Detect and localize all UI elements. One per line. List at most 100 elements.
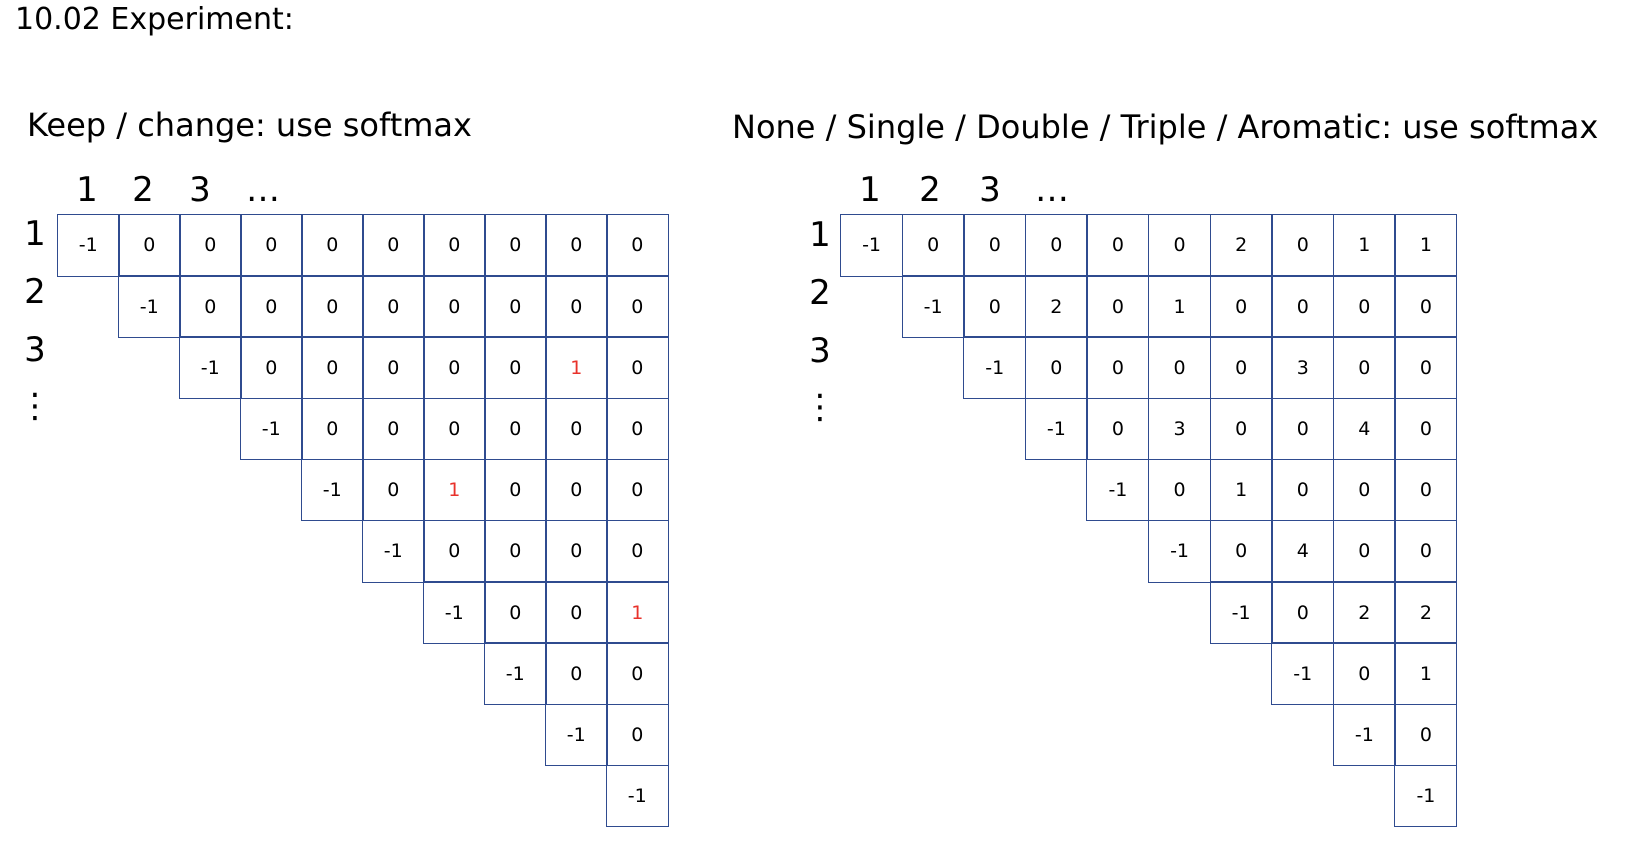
matrix-cell: 0 xyxy=(484,520,547,583)
matrix-cell: 0 xyxy=(301,336,364,400)
matrix-cell: 0 xyxy=(1394,336,1458,400)
matrix-cell: -1 xyxy=(1209,581,1273,644)
matrix-cell: -1 xyxy=(118,275,181,338)
matrix-cell: 0 xyxy=(240,336,303,400)
matrix-cell: -1 xyxy=(606,764,669,828)
matrix-cell: 0 xyxy=(606,520,669,583)
right-row-label-ellipsis: ⋮ xyxy=(803,387,837,427)
matrix-cell: 1 xyxy=(606,581,669,644)
matrix-cell: 0 xyxy=(545,581,608,644)
matrix-cell: 0 xyxy=(1086,397,1150,461)
matrix-cell: 0 xyxy=(1271,214,1335,277)
matrix-cell: 0 xyxy=(1086,214,1150,277)
matrix-cell: 0 xyxy=(118,214,181,277)
matrix-cell: 1 xyxy=(1148,275,1212,338)
matrix-cell: -1 xyxy=(545,703,608,767)
matrix-cell: 0 xyxy=(423,397,486,461)
right-col-label-2: 2 xyxy=(919,170,941,210)
matrix-cell: 0 xyxy=(1148,336,1212,400)
matrix-cell: 0 xyxy=(1394,703,1458,767)
matrix-cell: 0 xyxy=(484,214,547,277)
matrix-cell: -1 xyxy=(1394,764,1458,828)
matrix-cell: 0 xyxy=(1271,581,1335,644)
matrix-cell: 0 xyxy=(1332,336,1396,400)
matrix-cell: 0 xyxy=(1271,458,1335,522)
matrix-cell: 0 xyxy=(362,275,425,338)
matrix-cell: 1 xyxy=(545,336,608,400)
matrix-cell: 0 xyxy=(301,275,364,338)
matrix-cell: 0 xyxy=(545,397,608,461)
matrix-cell: -1 xyxy=(1086,458,1150,522)
left-col-label-2: 2 xyxy=(132,170,154,210)
matrix-cell: 0 xyxy=(606,275,669,338)
matrix-cell: 4 xyxy=(1271,520,1335,583)
matrix-cell: 0 xyxy=(1024,336,1088,400)
matrix-cell: 0 xyxy=(606,397,669,461)
left-panel-title: Keep / change: use softmax xyxy=(27,106,472,144)
matrix-cell: 0 xyxy=(423,336,486,400)
matrix-cell: -1 xyxy=(362,520,425,583)
matrix-cell: 0 xyxy=(1148,458,1212,522)
right-row-label-2: 2 xyxy=(809,273,831,313)
matrix-cell: 0 xyxy=(240,214,303,277)
matrix-cell: 0 xyxy=(1394,397,1458,461)
matrix-cell: 2 xyxy=(1024,275,1088,338)
matrix-cell: 3 xyxy=(1148,397,1212,461)
matrix-cell: 0 xyxy=(1332,520,1396,583)
matrix-cell: -1 xyxy=(57,214,120,277)
matrix-cell: -1 xyxy=(423,581,486,644)
matrix-cell: 0 xyxy=(240,275,303,338)
matrix-cell: 0 xyxy=(545,520,608,583)
matrix-cell: -1 xyxy=(963,336,1027,400)
matrix-cell: 0 xyxy=(1209,397,1273,461)
right-col-label-ellipsis: … xyxy=(1035,170,1069,210)
left-col-label-3: 3 xyxy=(189,170,211,210)
matrix-cell: -1 xyxy=(901,275,965,338)
matrix-cell: 0 xyxy=(362,214,425,277)
matrix-cell: 0 xyxy=(1024,214,1088,277)
matrix-cell: 1 xyxy=(1394,214,1458,277)
matrix-cell: 3 xyxy=(1271,336,1335,400)
right-panel-title: None / Single / Double / Triple / Aromat… xyxy=(732,108,1599,146)
left-row-label-1: 1 xyxy=(24,214,46,254)
matrix-cell: 0 xyxy=(1209,520,1273,583)
matrix-cell: 0 xyxy=(1332,458,1396,522)
matrix-cell: -1 xyxy=(1271,642,1335,706)
matrix-cell: 0 xyxy=(301,397,364,461)
matrix-cell: 2 xyxy=(1394,581,1458,644)
right-col-label-1: 1 xyxy=(859,170,881,210)
matrix-cell: 0 xyxy=(1086,275,1150,338)
matrix-cell: 0 xyxy=(545,275,608,338)
matrix-cell: 0 xyxy=(606,336,669,400)
matrix-cell: 0 xyxy=(1209,275,1273,338)
matrix-cell: 0 xyxy=(1209,336,1273,400)
matrix-cell: 0 xyxy=(1394,520,1458,583)
matrix-cell: 0 xyxy=(1394,458,1458,522)
matrix-cell: 0 xyxy=(545,642,608,706)
matrix-cell: 4 xyxy=(1332,397,1396,461)
left-row-label-2: 2 xyxy=(24,272,46,312)
matrix-cell: 0 xyxy=(545,214,608,277)
matrix-cell: -1 xyxy=(301,458,364,522)
left-col-label-1: 1 xyxy=(76,170,98,210)
matrix-cell: 1 xyxy=(1394,642,1458,706)
matrix-cell: 0 xyxy=(1271,397,1335,461)
left-row-label-3: 3 xyxy=(24,330,46,370)
matrix-cell: 0 xyxy=(423,520,486,583)
matrix-cell: 0 xyxy=(179,275,242,338)
matrix-cell: 0 xyxy=(963,275,1027,338)
matrix-cell: -1 xyxy=(1024,397,1088,461)
matrix-cell: 0 xyxy=(179,214,242,277)
matrix-cell: 0 xyxy=(362,458,425,522)
matrix-cell: 0 xyxy=(484,275,547,338)
matrix-cell: -1 xyxy=(1332,703,1396,767)
right-row-label-1: 1 xyxy=(809,215,831,255)
matrix-cell: 0 xyxy=(606,642,669,706)
matrix-cell: 0 xyxy=(1332,642,1396,706)
matrix-cell: 0 xyxy=(1394,275,1458,338)
page-title: 10.02 Experiment: xyxy=(15,2,294,37)
matrix-cell: 0 xyxy=(963,214,1027,277)
matrix-cell: 0 xyxy=(362,397,425,461)
right-row-label-3: 3 xyxy=(809,331,831,371)
matrix-cell: 0 xyxy=(1332,275,1396,338)
